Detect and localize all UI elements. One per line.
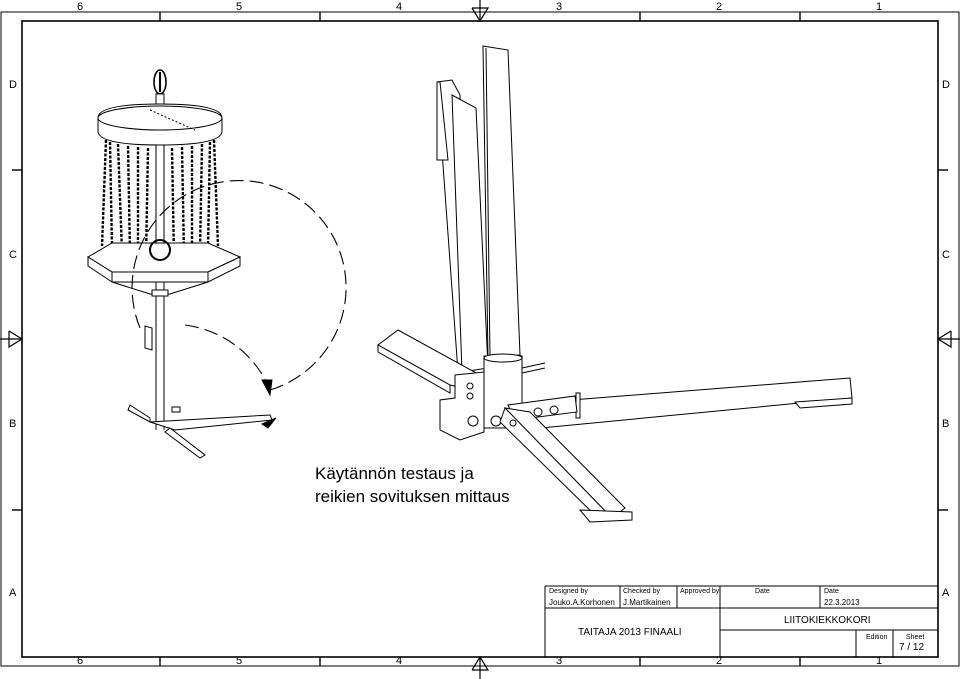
date-label-2: Date bbox=[824, 588, 839, 595]
checked-by-label: Checked by bbox=[623, 588, 660, 595]
drawing-title: LIITOKIEKKOKORI bbox=[784, 615, 871, 626]
note-line-2: reikien sovituksen mittaus bbox=[315, 487, 510, 506]
edition-label: Edition bbox=[866, 634, 888, 641]
zone-col-bottom-2: 2 bbox=[716, 655, 723, 667]
zone-col-top-4: 4 bbox=[396, 1, 403, 13]
approved-by-label: Approved by bbox=[680, 588, 720, 595]
title-block bbox=[544, 585, 938, 657]
checked-by-value: J.Martikainen bbox=[623, 598, 671, 607]
zone-col-bottom-3: 3 bbox=[556, 655, 563, 667]
zone-col-top-1: 1 bbox=[876, 1, 883, 13]
project-name: TAITAJA 2013 FINAALI bbox=[578, 627, 682, 638]
zone-col-top-2: 2 bbox=[716, 1, 723, 13]
zone-col-top-3: 3 bbox=[556, 1, 563, 13]
column-ticks bbox=[159, 12, 801, 666]
zone-col-top-6: 6 bbox=[77, 1, 84, 13]
zone-col-bottom-4: 4 bbox=[396, 655, 403, 667]
zone-row-left-B: B bbox=[9, 418, 17, 430]
zone-col-bottom-5: 5 bbox=[236, 655, 243, 667]
zone-row-left-D: D bbox=[9, 79, 17, 91]
basket-drawing bbox=[87, 69, 347, 459]
zone-col-top-5: 5 bbox=[236, 1, 243, 13]
zone-row-right-B: B bbox=[942, 418, 950, 430]
date-value: 22.3.2013 bbox=[824, 598, 860, 607]
drawing-note: Käytännön testaus ja reikien sovituksen … bbox=[315, 462, 510, 508]
note-line-1: Käytännön testaus ja bbox=[315, 464, 474, 483]
zone-row-left-C: C bbox=[9, 249, 17, 261]
zone-row-right-C: C bbox=[942, 249, 950, 261]
zone-col-bottom-6: 6 bbox=[77, 655, 84, 667]
zone-col-bottom-1: 1 bbox=[876, 655, 883, 667]
zone-row-right-A: A bbox=[942, 587, 950, 599]
sheet-number: 7 / 12 bbox=[899, 642, 925, 653]
stand-drawing bbox=[377, 45, 853, 523]
sheet-label: Sheet bbox=[906, 634, 925, 641]
zone-row-right-D: D bbox=[942, 79, 950, 91]
designed-by-label: Designed by bbox=[549, 588, 588, 595]
designed-by-value: Jouko.A.Korhonen bbox=[549, 598, 615, 607]
row-ticks bbox=[12, 169, 948, 511]
zone-row-left-A: A bbox=[9, 587, 17, 599]
date-label-1: Date bbox=[755, 588, 770, 595]
